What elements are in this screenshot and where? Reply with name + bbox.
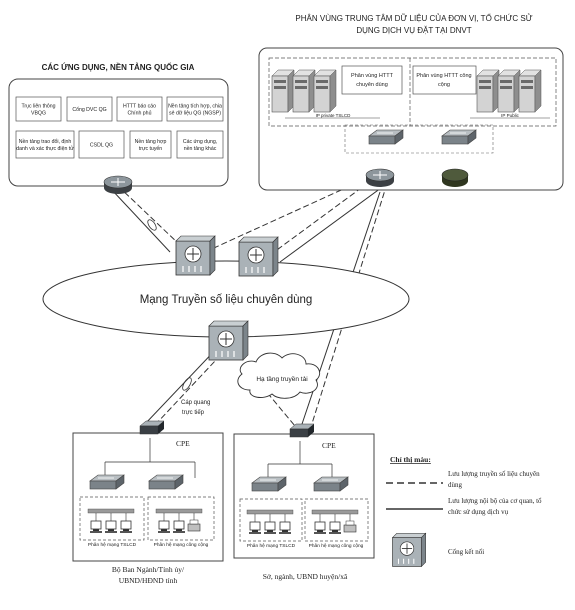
switch-icon [441, 129, 477, 145]
national-app-label: Nền tảng trao đổi, định [19, 138, 72, 145]
switch-icon [368, 129, 404, 145]
server-icon [497, 69, 521, 113]
link-cpe-right-dc [309, 189, 386, 431]
dc-zone-outline [268, 57, 557, 127]
fiber-label-line2: trực tiếp [182, 410, 205, 416]
datacenter-panel [258, 47, 564, 191]
legend-item2-line2: chức sử dụng dịch vụ [448, 508, 509, 516]
ip-private-label: IP private TSLCD [316, 113, 352, 118]
datacenter-title-line1: PHÂN VÙNG TRUNG TÂM DỮ LIỆU CỦA ĐƠN VỊ, … [295, 14, 532, 23]
link-national-hub1 [117, 185, 181, 246]
computer-icon [313, 521, 327, 535]
national-app-label: VBQG [31, 111, 46, 117]
national-app-box [166, 96, 224, 122]
hub-icon [175, 235, 216, 276]
cpe-left-label: CPE [176, 439, 190, 448]
computer-icon [248, 521, 262, 535]
branch-left-caption-line1: Bộ Ban Ngành/Tỉnh ủy/ [112, 565, 185, 574]
national-app-box [66, 96, 113, 122]
server-icon [476, 69, 500, 113]
link-hub1-dc [204, 175, 373, 253]
legend-item3: Cổng kết nối [448, 548, 484, 556]
national-app-box [15, 130, 75, 159]
national-app-label: Nền tảng hợp [135, 139, 167, 145]
computer-icon [328, 521, 342, 535]
firewall-router-icon [441, 168, 469, 187]
cloud-label: Hạ tầng truyền tải [256, 374, 307, 383]
national-app-label: danh và xác thực điện tử [16, 145, 74, 152]
national-app-label: nền tảng khác [184, 146, 217, 152]
computer-icon [278, 521, 292, 535]
branch-right-caption: Sở, ngành, UBND huyện/xã [263, 572, 348, 581]
national-app-label: sẻ dữ liệu QG (NGSP) [169, 111, 221, 117]
printer-icon [343, 520, 357, 533]
link-cpe-left-hub3-internal [144, 344, 221, 425]
national-app-label: CSDL QG [90, 143, 113, 149]
national-app-label: trực tuyến [139, 146, 162, 152]
branch-left-zone-a: Phân hệ mạng TSLCD [88, 542, 137, 548]
zone-private-line2: chuyên dùng [356, 82, 388, 88]
zone-public-line2: cộng [438, 82, 450, 88]
switch-icon [251, 476, 287, 492]
branch-right-zone-b: Phân hệ mạng công cộng [309, 543, 364, 549]
computer-icon [104, 520, 118, 534]
national-app-box [129, 130, 172, 159]
national-app-label: Nền tảng tích hợp, chia [168, 104, 222, 110]
national-app-label: Chính phủ [128, 110, 152, 117]
server-icon [518, 69, 542, 113]
switch-icon [148, 474, 184, 490]
cpe-icon [139, 420, 165, 435]
national-apps-title: CÁC ỨNG DỤNG, NỀN TẢNG QUỐC GIA [42, 62, 195, 72]
national-app-label: Cổng DVC QG [72, 106, 106, 113]
zone-private-line1: Phân vùng HTTT [351, 73, 394, 79]
link-national-hub1-internal [111, 189, 171, 253]
hub-icon [392, 532, 427, 567]
zone-public-label-box [412, 65, 477, 95]
legend: Chỉ thị màu: Lưu lượng truyền số liệu ch… [386, 455, 542, 567]
fiber-label-line1: Cáp quang [181, 400, 210, 406]
computer-icon [172, 520, 186, 534]
legend-item1-line2: dùng [448, 481, 463, 489]
branch-left-zone-b: Phân hệ mạng công cộng [154, 542, 209, 548]
router-icon [365, 168, 395, 188]
server-icon [292, 69, 316, 113]
computer-icon [89, 520, 103, 534]
link-hub2-dc [269, 179, 373, 256]
national-app-box [15, 96, 62, 122]
link-hub2-dc-internal [279, 184, 386, 263]
national-app-label: HTTT báo cáo [123, 104, 156, 110]
legend-title: Chỉ thị màu: [390, 455, 431, 464]
computer-icon [263, 521, 277, 535]
cpe-right-label: CPE [322, 441, 336, 450]
datacenter-title-line2: DỤNG DỊCH VỤ ĐẶT TẠI DNVT [356, 26, 471, 35]
national-app-label: Trục liên thông [21, 104, 55, 110]
branch-left-caption-line2: UBND/HĐND tỉnh [119, 576, 178, 585]
server-icon [271, 69, 295, 113]
network-main-label: Mạng Truyền số liệu chuyên dùng [140, 294, 313, 306]
branch-right-zone-a: Phân hệ mạng TSLCD [247, 543, 296, 549]
national-app-label: Các ứng dụng, [183, 139, 217, 145]
branch-right-panel [233, 433, 375, 559]
national-app-box [116, 96, 163, 122]
legend-item2-line1: Lưu lượng nội bộ của cơ quan, tổ [448, 497, 542, 505]
hub-icon [238, 236, 279, 277]
transmission-cloud [237, 352, 320, 399]
printer-icon [187, 519, 201, 532]
zone-private-label-box [341, 65, 403, 95]
switch-icon [89, 474, 125, 490]
legend-item1-line1: Lưu lượng truyền số liệu chuyên [448, 470, 540, 478]
ip-public-label: IP Public [501, 113, 519, 118]
server-icon [313, 69, 337, 113]
national-app-box [78, 130, 125, 159]
switch-icon [313, 476, 349, 492]
hub-icon [208, 320, 249, 361]
computer-icon [119, 520, 133, 534]
national-app-box [176, 130, 224, 159]
zone-public-line1: Phân vùng HTTT công [416, 73, 471, 79]
router-icon [103, 175, 133, 195]
computer-icon [157, 520, 171, 534]
